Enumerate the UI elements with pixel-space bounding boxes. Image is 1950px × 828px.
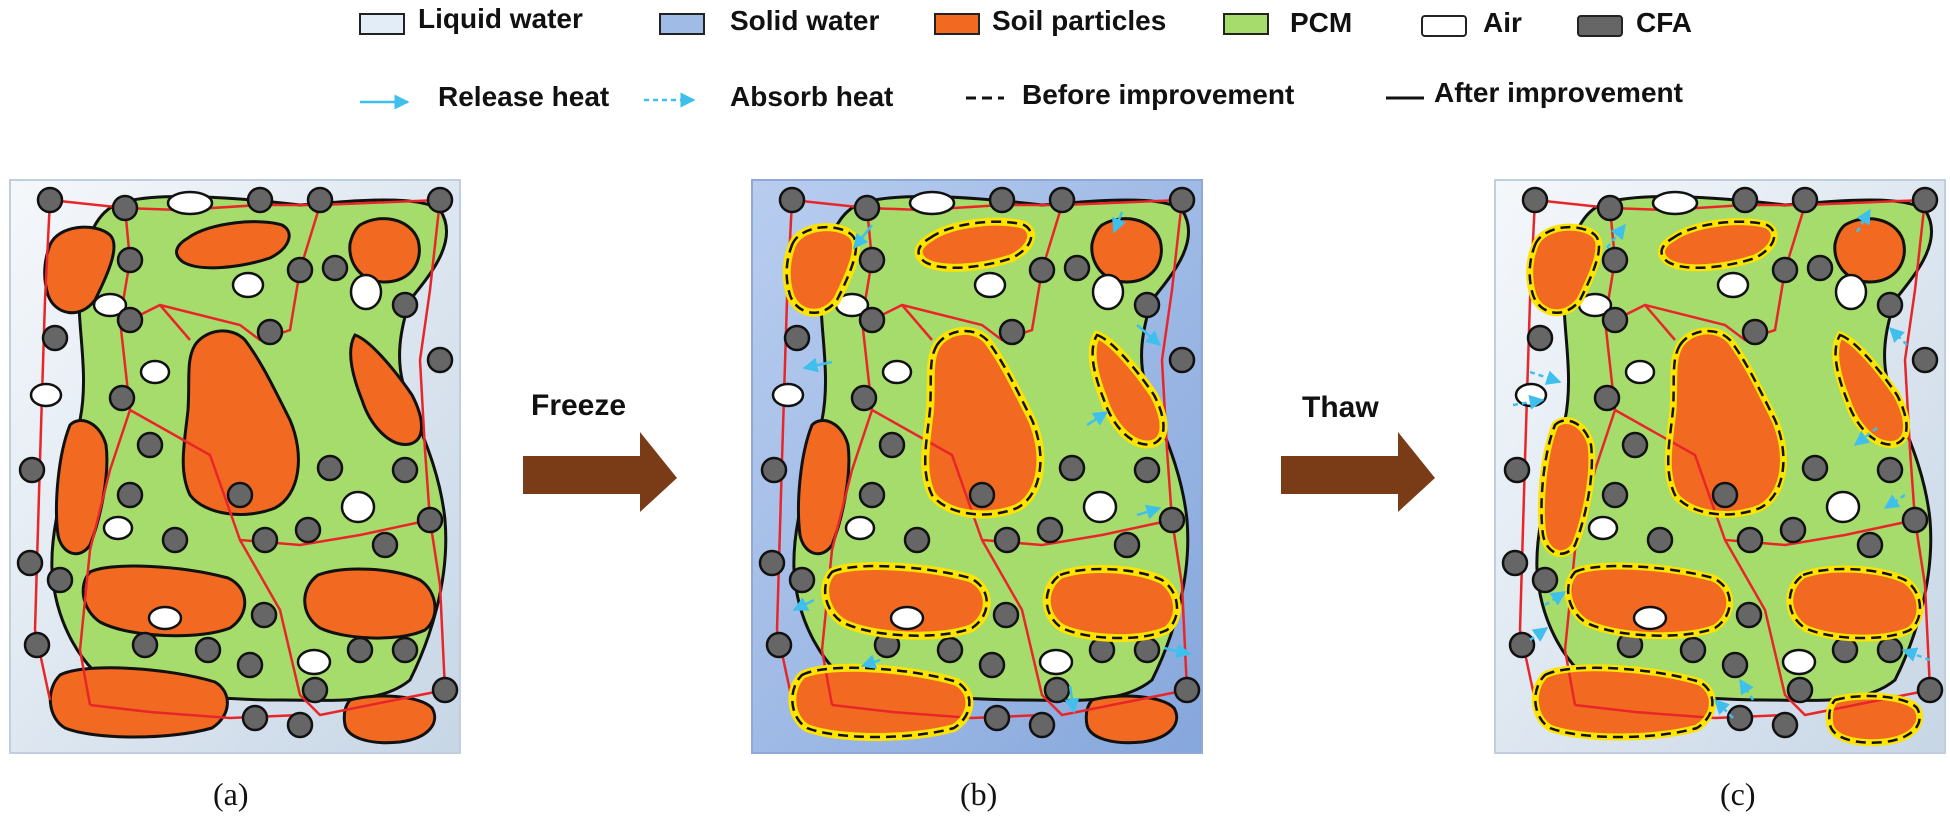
panel-b-soil-structure xyxy=(758,186,1201,745)
legend-release-heat: Release heat xyxy=(360,81,609,112)
legend-pcm: PCM xyxy=(1223,7,1352,38)
panel-b-label: (b) xyxy=(960,776,997,812)
legend-label-solid-water: Solid water xyxy=(730,5,879,36)
freeze-arrow-icon xyxy=(523,432,677,512)
legend-label-before-improvement: Before improvement xyxy=(1022,79,1294,110)
panel-c-soil-structure xyxy=(1501,186,1944,745)
panel-c-absorb-heat-arrows xyxy=(1512,208,1931,719)
pcm-swatch xyxy=(1223,13,1269,35)
freeze-step: Freeze xyxy=(523,389,677,512)
soil-particles-swatch xyxy=(934,13,980,35)
legend-label-after-improvement: After improvement xyxy=(1434,77,1683,108)
thaw-arrow-icon xyxy=(1281,432,1435,512)
legend-before-improvement: Before improvement xyxy=(966,79,1294,110)
panel-b-release-heat-arrows xyxy=(792,211,1192,714)
legend: Liquid water Solid water Soil particles … xyxy=(359,3,1692,112)
legend-soil-particles: Soil particles xyxy=(934,5,1166,36)
legend-label-liquid-water: Liquid water xyxy=(418,3,583,34)
panel-a: (a) xyxy=(9,179,461,812)
legend-absorb-heat: Absorb heat xyxy=(644,81,893,112)
panel-b-improvement-outlines xyxy=(782,217,1181,741)
panel-c: (c) xyxy=(1494,179,1946,812)
thaw-label: Thaw xyxy=(1302,391,1379,424)
panel-c-label: (c) xyxy=(1720,776,1756,812)
legend-cfa: CFA xyxy=(1577,7,1692,38)
legend-label-absorb-heat: Absorb heat xyxy=(730,81,893,112)
panel-c-improvement-outlines xyxy=(1526,218,1924,747)
legend-label-pcm: PCM xyxy=(1290,7,1352,38)
legend-liquid-water: Liquid water xyxy=(359,3,583,35)
legend-solid-water: Solid water xyxy=(659,5,879,36)
legend-air: Air xyxy=(1421,7,1522,38)
liquid-water-swatch xyxy=(359,13,405,35)
legend-label-release-heat: Release heat xyxy=(438,81,609,112)
panel-a-label: (a) xyxy=(213,776,249,812)
panel-a-soil-structure xyxy=(16,186,459,745)
legend-label-air: Air xyxy=(1483,7,1522,38)
panel-b: (b) xyxy=(751,179,1203,812)
thaw-step: Thaw xyxy=(1281,391,1435,512)
legend-label-cfa: CFA xyxy=(1636,7,1692,38)
solid-water-swatch xyxy=(659,13,705,35)
air-swatch xyxy=(1421,15,1467,37)
legend-after-improvement: After improvement xyxy=(1386,77,1683,108)
freeze-label: Freeze xyxy=(531,389,626,422)
legend-label-soil-particles: Soil particles xyxy=(992,5,1166,36)
cfa-swatch xyxy=(1577,15,1623,37)
